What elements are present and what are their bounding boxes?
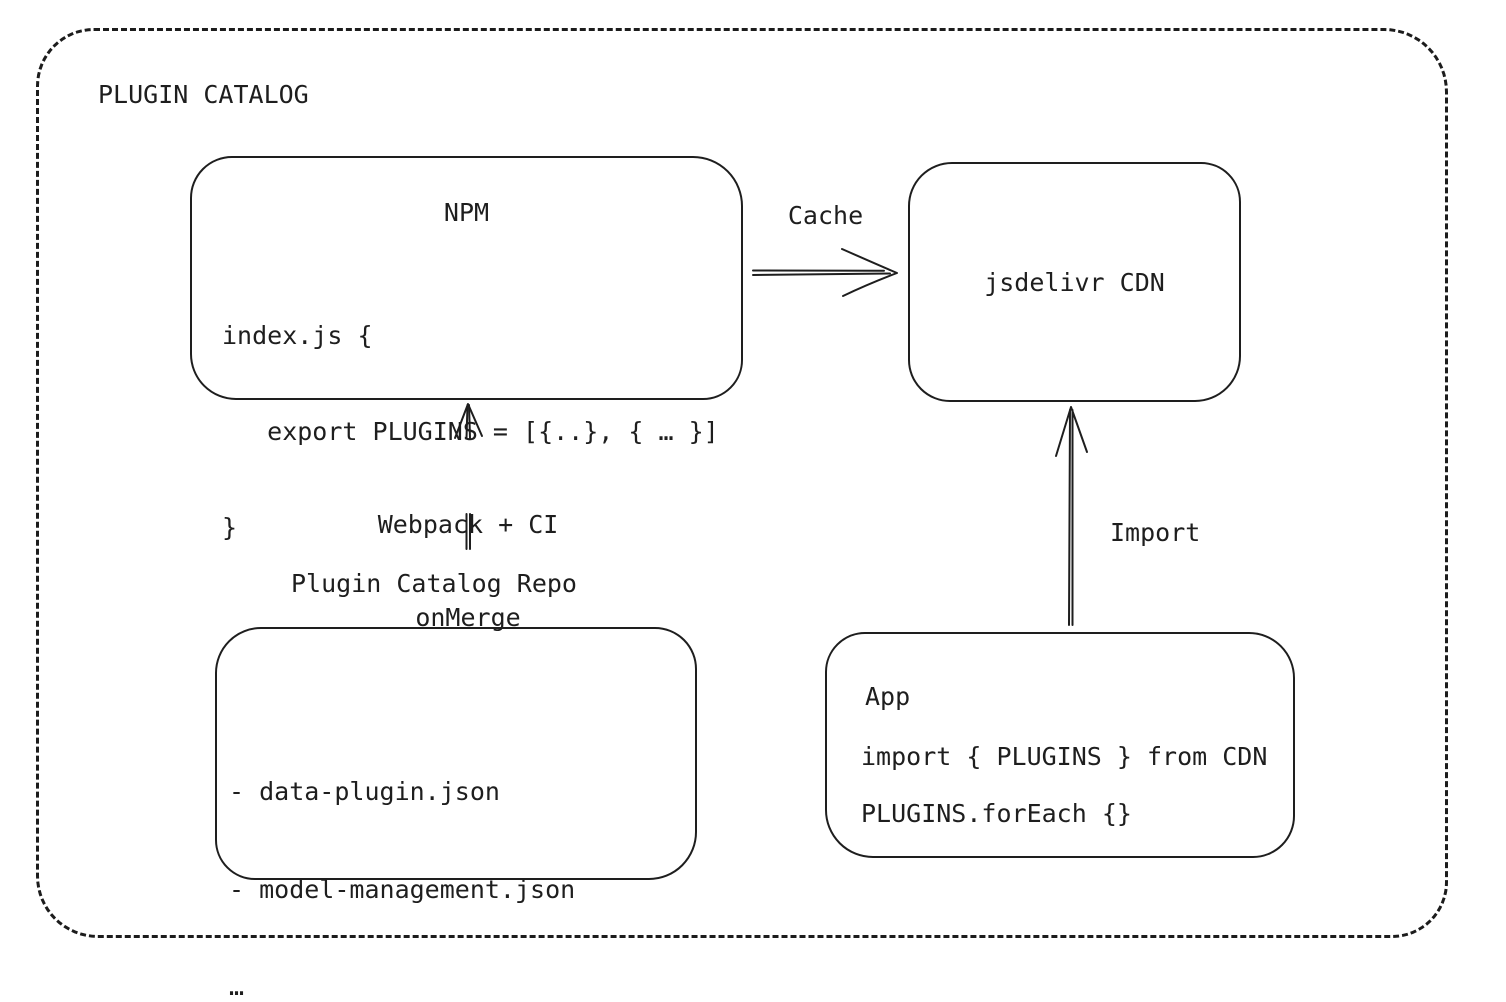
repo-node[interactable]: - data-plugin.json - model-management.js…: [215, 627, 697, 1001]
repo-file-item: - model-management.json: [229, 874, 576, 904]
cache-edge-label: Cache: [787, 201, 864, 230]
build-edge-label-line: onMerge: [415, 603, 521, 632]
code-line: index.js {: [222, 321, 373, 350]
cache-arrow[interactable]: [752, 248, 898, 297]
repo-node-title: Plugin Catalog Repo: [291, 569, 577, 598]
app-node-title: App: [865, 682, 911, 711]
code-line: import { PLUGINS } from CDN: [861, 742, 1268, 771]
import-arrow[interactable]: [1055, 406, 1088, 626]
npm-node[interactable]: NPM index.js { export PLUGINS = [{..}, {…: [190, 156, 743, 542]
code-line: PLUGINS.forEach {}: [861, 799, 1132, 828]
catalog-boundary-frame[interactable]: [36, 28, 1448, 938]
cdn-node-label: jsdelivr CDN: [984, 267, 1165, 297]
app-node[interactable]: App import { PLUGINS } from CDN PLUGINS.…: [825, 632, 1295, 858]
build-edge-label-line: Webpack + CI: [377, 510, 559, 539]
import-edge-label: Import: [1110, 518, 1201, 547]
build-arrow[interactable]: [454, 403, 483, 550]
diagram-title: PLUGIN CATALOG: [98, 80, 309, 109]
code-line: }: [222, 513, 238, 542]
npm-node-title: NPM: [443, 198, 490, 227]
cdn-node[interactable]: jsdelivr CDN: [908, 162, 1241, 402]
repo-file-item: - data-plugin.json: [229, 777, 500, 806]
build-edge-label: Webpack + CI onMerge: [348, 447, 588, 695]
repo-file-list: - data-plugin.json - model-management.js…: [229, 711, 575, 1002]
repo-file-item: …: [229, 972, 245, 1001]
